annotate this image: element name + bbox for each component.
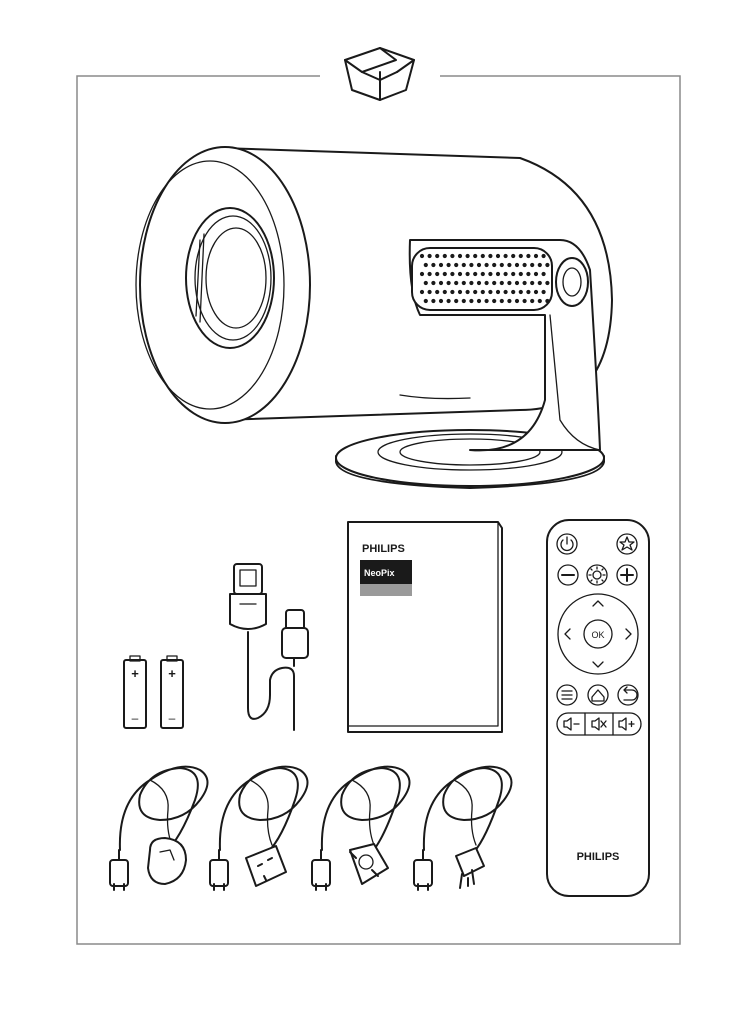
power-cord-2 (210, 767, 308, 890)
battery-plus-label: + (131, 666, 139, 681)
batteries: + – + – (124, 656, 183, 728)
manual-model: NeoPix (364, 568, 395, 578)
battery-minus-label: – (132, 711, 139, 725)
hinge-knob (556, 258, 588, 306)
battery-1: + – (124, 656, 146, 728)
battery-minus-label: – (169, 711, 176, 725)
power-cord-3 (312, 767, 410, 890)
remote-control: OK (547, 520, 649, 896)
manual-box: PHILIPS NeoPix (348, 522, 502, 732)
projector-illustration (136, 147, 612, 488)
plus-icon (617, 565, 637, 585)
power-cords (110, 767, 512, 890)
battery-plus-label: + (168, 666, 176, 681)
ok-button-label: OK (591, 630, 604, 640)
power-cord-1 (110, 767, 208, 890)
remote-brand: PHILIPS (577, 851, 620, 863)
usb-cable (230, 564, 308, 730)
power-cord-4 (414, 767, 512, 890)
projector-lens (186, 208, 274, 348)
battery-2: + – (161, 656, 183, 728)
manual-brand: PHILIPS (362, 543, 405, 555)
open-box-icon (345, 48, 414, 100)
